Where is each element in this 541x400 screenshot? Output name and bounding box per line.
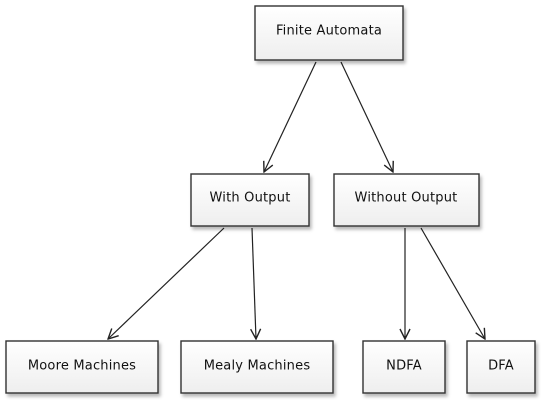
- node-without-output-label: Without Output: [355, 191, 458, 206]
- node-moore-machines: Moore Machines: [5, 340, 159, 394]
- node-with-output-label: With Output: [209, 191, 290, 206]
- node-with-output: With Output: [190, 173, 310, 227]
- node-ndfa-label: NDFA: [386, 359, 422, 374]
- node-dfa: DFA: [466, 340, 536, 394]
- node-mealy-machines-label: Mealy Machines: [204, 359, 311, 374]
- edge-root-to-with-output: [264, 61, 317, 172]
- node-ndfa: NDFA: [362, 340, 446, 394]
- node-mealy-machines: Mealy Machines: [180, 340, 334, 394]
- edge-with-output-to-moore: [108, 227, 225, 339]
- node-dfa-label: DFA: [488, 359, 514, 374]
- node-finite-automata: Finite Automata: [254, 5, 404, 61]
- node-without-output: Without Output: [333, 173, 480, 227]
- edge-root-to-without-output: [340, 61, 393, 172]
- node-moore-machines-label: Moore Machines: [28, 359, 136, 374]
- edges: [108, 61, 485, 339]
- node-finite-automata-label: Finite Automata: [276, 24, 382, 39]
- edge-without-output-to-dfa: [420, 227, 485, 339]
- edge-with-output-to-mealy: [252, 227, 256, 339]
